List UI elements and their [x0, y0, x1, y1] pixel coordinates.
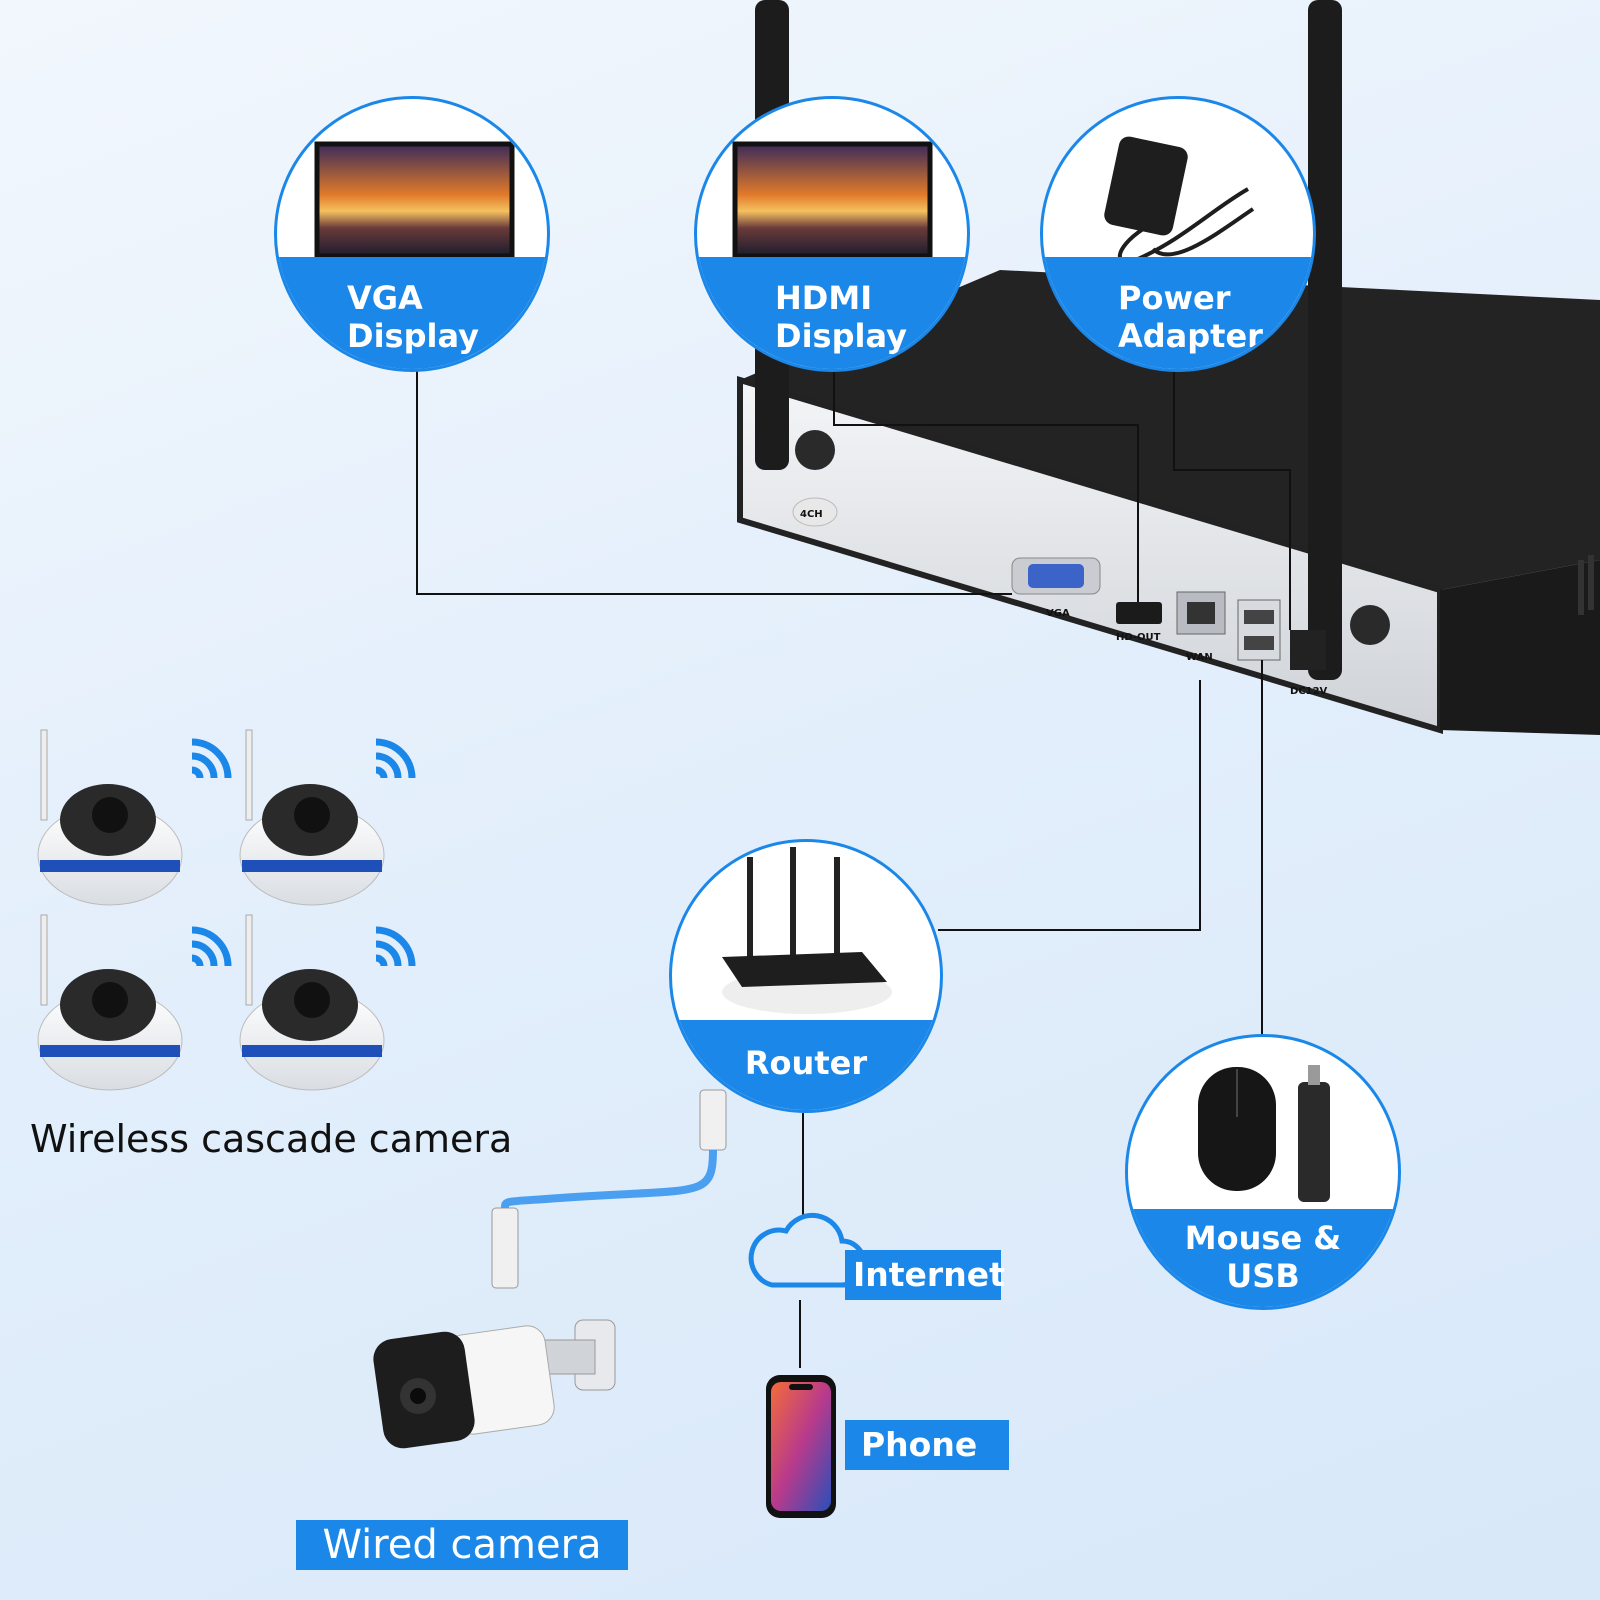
dome-camera-3 [37, 914, 183, 1091]
hdmi-display-label: HDMI Display [775, 279, 907, 355]
phone-label: Phone [845, 1420, 1009, 1470]
phone-image [766, 1375, 836, 1518]
mouse-usb-bubble: Mouse & USB [1125, 1034, 1401, 1310]
usb-ports [1237, 599, 1281, 661]
nvr-side [1440, 560, 1600, 735]
hdmi-display-bubble: HDMI Display [694, 96, 970, 372]
wired-camera-image [373, 1319, 616, 1449]
vga-port-label: VGA [1046, 608, 1070, 619]
wifi-icon [191, 738, 416, 967]
dome-camera-2 [239, 729, 385, 906]
vga-display-bubble: VGA Display [274, 96, 550, 372]
hdmi-port [1116, 602, 1162, 624]
wired-camera-label: Wired camera [296, 1520, 628, 1570]
wan-port-label: WAN [1186, 652, 1213, 663]
wireless-cascade-camera-label: Wireless cascade camera [30, 1117, 513, 1161]
ethernet-cable [491, 1089, 727, 1289]
power-adapter-label: Power Adapter [1118, 279, 1263, 355]
mouse-usb-label: Mouse & USB [1184, 1219, 1342, 1295]
hdmi-port-label: HD-OUT [1116, 632, 1161, 643]
power-port-label: DC12V [1290, 686, 1328, 697]
nvr-model-badge: 4CH [800, 509, 823, 520]
dome-camera-1 [37, 729, 183, 906]
vga-display-label: VGA Display [347, 279, 479, 355]
router-label: Router [744, 1044, 868, 1082]
connection-lines [416, 370, 1291, 1368]
power-adapter-bubble: Power Adapter [1040, 96, 1316, 372]
internet-label: Internet [845, 1250, 1005, 1300]
router-bubble: Router [669, 839, 943, 1113]
antenna-right [1308, 0, 1342, 680]
power-port [1290, 630, 1326, 670]
dome-camera-4 [239, 914, 385, 1091]
